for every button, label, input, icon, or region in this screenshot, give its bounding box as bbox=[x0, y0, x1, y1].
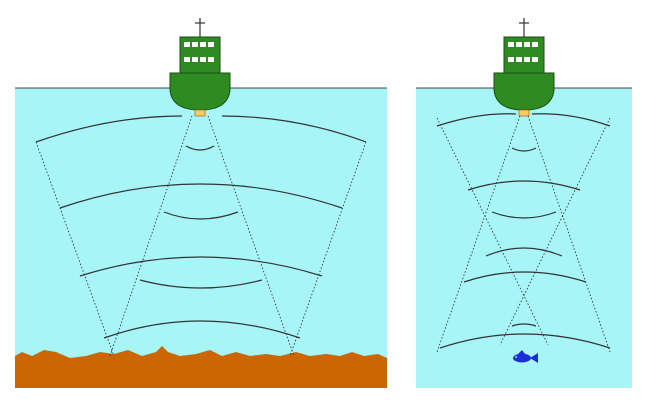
echo-narrow-2 bbox=[163, 211, 239, 220]
wavefront-r-5 bbox=[439, 333, 611, 349]
wavefront-r-1b bbox=[531, 113, 611, 127]
seabed bbox=[15, 346, 387, 388]
wavefront-wide-1b bbox=[221, 115, 367, 143]
fish-icon bbox=[513, 350, 538, 363]
transducer-left bbox=[194, 109, 206, 117]
beam-edge-wide-right bbox=[289, 141, 367, 357]
wavefront-r-4 bbox=[463, 271, 587, 283]
echo-narrow-3 bbox=[139, 279, 263, 289]
echo-r-3 bbox=[511, 323, 537, 327]
ship-icon-right bbox=[493, 18, 555, 117]
wavefront-r-1 bbox=[436, 113, 517, 127]
water-left bbox=[15, 88, 387, 388]
beam-edge-r-2 bbox=[499, 117, 611, 346]
panel-right-fish-echo bbox=[416, 87, 632, 388]
water-right bbox=[416, 88, 632, 388]
wavefront-wide-3 bbox=[79, 256, 323, 277]
wavefront-wide-2 bbox=[59, 183, 343, 209]
echo-narrow-1 bbox=[185, 145, 215, 151]
beam-edge-r-1 bbox=[436, 117, 549, 346]
wavefront-r-2 bbox=[467, 180, 581, 191]
transducer-right bbox=[518, 109, 530, 117]
wavefront-r-3 bbox=[485, 247, 563, 257]
echo-r-1 bbox=[511, 147, 537, 152]
panel-left-seabed-echo bbox=[15, 87, 387, 388]
echo-r-2 bbox=[491, 211, 557, 219]
wavefront-wide-1 bbox=[35, 115, 183, 143]
beam-edge-narrow-right bbox=[207, 115, 295, 357]
beam-edge-narrow-left bbox=[109, 115, 193, 357]
ship-icon-left bbox=[169, 18, 231, 117]
wavefront-wide-4 bbox=[103, 320, 301, 339]
beam-edge-wide-left bbox=[35, 141, 115, 357]
